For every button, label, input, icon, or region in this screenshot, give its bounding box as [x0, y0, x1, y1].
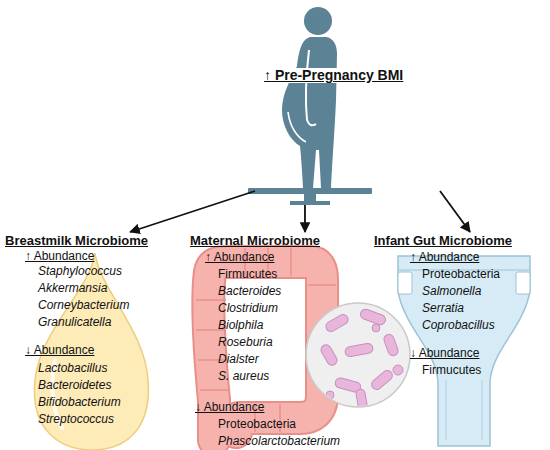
panel-heading: Breastmilk Microbiome: [5, 233, 148, 248]
taxon-name: Phascolarctobacterium: [218, 434, 340, 449]
taxon-name: Lactobacillus: [38, 361, 107, 376]
taxon-name: Clostridium: [218, 301, 278, 316]
bmi-label: ↑ Pre-Pregnancy BMI: [262, 68, 405, 83]
arrow-connector: [440, 191, 470, 232]
taxon-name: Bifidobacterium: [38, 395, 121, 410]
taxon-name: Staphylococcus: [38, 264, 122, 279]
taxon-name: Bacteroidetes: [38, 378, 111, 393]
taxon-name: S. aureus: [218, 369, 269, 384]
microbiome-panel: Infant Gut Microbiome ↑ AbundanceProteoba…: [372, 232, 547, 447]
figure-head: [304, 7, 332, 35]
abundance-heading: ↑ Abundance: [25, 249, 94, 264]
abundance-heading: ↑ Abundance: [205, 250, 274, 265]
arrow-connector: [130, 191, 255, 232]
scale-post: [304, 194, 316, 202]
taxon-name: Proteobacteria: [218, 417, 296, 432]
arrow-connector: [304, 205, 306, 232]
diaper-seam: [446, 380, 482, 440]
figure-body: [282, 37, 337, 188]
scale-platform: [248, 188, 372, 194]
abundance-heading: ↓ Abundance: [25, 343, 94, 358]
diaper-tab: [516, 272, 530, 294]
abundance-heading: ↓ Abundance: [195, 400, 264, 415]
figure-belly-line: [288, 112, 306, 142]
taxon-name: Serratia: [422, 301, 464, 316]
pregnant-figure: [282, 7, 337, 188]
panel-heading: Maternal Microbiome: [190, 233, 320, 248]
bacteria-lens: [306, 303, 410, 410]
taxon-name: Corneybacterium: [38, 298, 129, 313]
taxon-name: Coprobacillus: [422, 318, 495, 333]
taxon-name: Salmonella: [422, 284, 481, 299]
taxon-name: Dialster: [218, 352, 259, 367]
abundance-heading: ↓ Abundance: [410, 346, 479, 361]
diaper-tab: [398, 272, 412, 294]
pregnancy-figure: ↑ Pre-Pregnancy BMI: [255, 5, 440, 205]
diaper-shape: [398, 256, 530, 446]
bacteria-cells: [319, 308, 403, 410]
abundance-heading: ↑ Abundance: [410, 250, 479, 265]
taxon-name: Roseburia: [218, 335, 273, 350]
weighing-scale: [248, 188, 372, 205]
taxon-name: Biolphila: [218, 318, 263, 333]
diaper: [398, 256, 530, 446]
scale-base: [290, 201, 330, 205]
taxon-name: Granulicatella: [38, 315, 111, 330]
taxon-name: Bacteroides: [218, 284, 281, 299]
panel-heading: Infant Gut Microbiome: [374, 233, 512, 248]
microbiome-panel: Maternal Microbiome ↑ AbundanceFirmucutes…: [180, 232, 370, 450]
taxon-name: Akkermansia: [38, 281, 107, 296]
taxon-name: Firmucutes: [422, 363, 481, 378]
microbiome-panel: Breastmilk Microbiome↑ AbundanceStaphylo…: [5, 232, 170, 447]
taxon-name: Proteobacteria: [422, 267, 500, 282]
taxon-name: Streptococcus: [38, 412, 114, 427]
taxon-name: Firmucutes: [218, 267, 277, 282]
figure-arm-line: [306, 50, 316, 125]
